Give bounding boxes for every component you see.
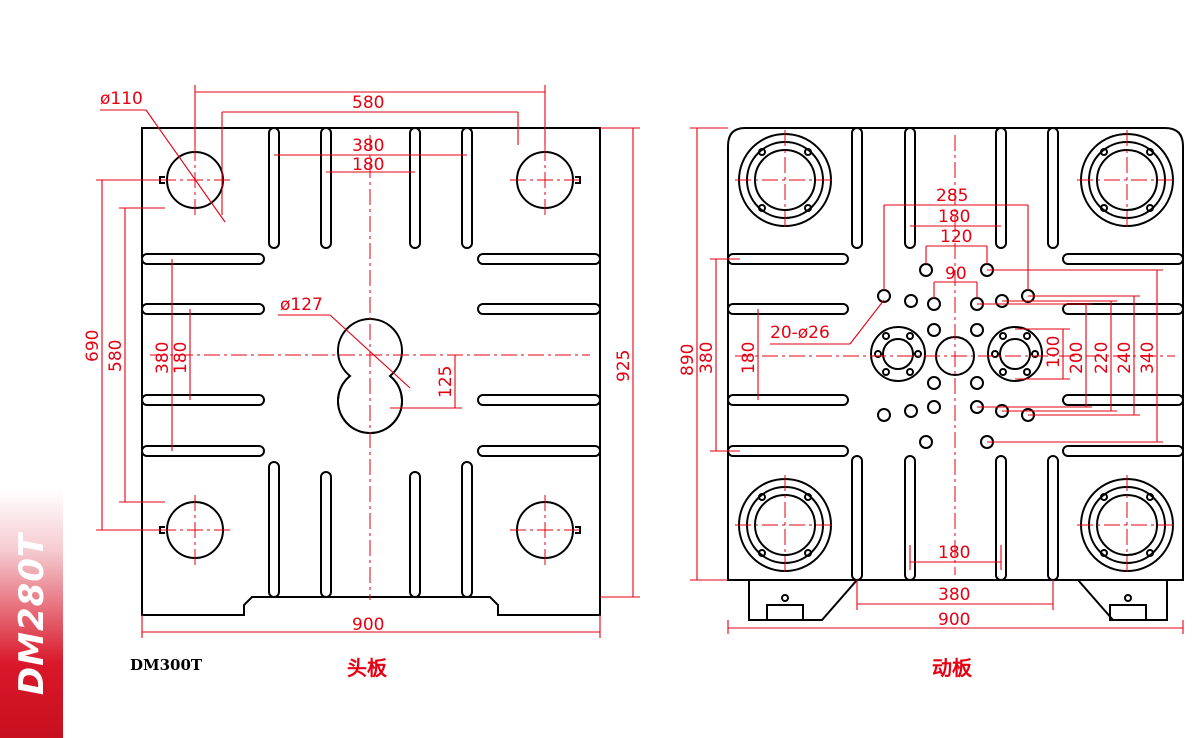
dim-h690: 690: [83, 330, 103, 362]
dim-h180: 180: [171, 342, 191, 374]
dim-h380: 380: [153, 342, 173, 374]
dim-w900: 900: [938, 610, 970, 630]
dim-h925: 925: [614, 350, 634, 382]
dim-w120: 120: [940, 227, 972, 247]
caption-moving-platen: 动板: [932, 656, 972, 680]
dim-h340: 340: [1138, 342, 1158, 374]
dim-w900: 900: [352, 615, 384, 635]
moving-platen-centerlines: [735, 130, 1177, 575]
fixed-platen-dimensions: ø110 580 380 180 ø127 690: [83, 85, 640, 638]
dim-h220: 220: [1092, 342, 1112, 374]
dim-h200: 200: [1067, 342, 1087, 374]
dim-h580: 580: [106, 340, 126, 372]
dim-w180: 180: [938, 207, 970, 227]
dim-b380: 380: [938, 585, 970, 605]
model-side-tab: DM280T: [0, 490, 63, 738]
dim-w580: 580: [352, 93, 384, 113]
fixed-platen-tslots: [141, 127, 601, 598]
dim-w380: 380: [352, 136, 384, 156]
dim-h180: 180: [739, 342, 759, 374]
dim-w180: 180: [352, 155, 384, 175]
caption-fixed-platen: 头板: [347, 656, 387, 680]
dim-holes: 20-ø26: [770, 323, 830, 343]
dim-w90: 90: [945, 264, 967, 284]
dim-h125: 125: [436, 366, 456, 398]
dim-h100: 100: [1044, 336, 1064, 368]
dim-h240: 240: [1115, 342, 1135, 374]
moving-platen-dimensions: 285 180 120 90 20-ø26 890 380 18: [678, 127, 1184, 634]
dim-d127: ø127: [280, 295, 323, 315]
moving-platen: 285 180 120 90 20-ø26 890 380 18: [678, 127, 1184, 634]
dim-h890: 890: [678, 344, 698, 376]
dim-d110: ø110: [100, 89, 143, 109]
fixed-platen-centerlines: [150, 135, 590, 600]
model-label: DM300T: [130, 656, 203, 674]
dim-h380: 380: [697, 342, 717, 374]
dim-w285: 285: [936, 186, 968, 206]
dim-b180: 180: [938, 543, 970, 563]
fixed-platen: ø110 580 380 180 ø127 690: [83, 85, 640, 638]
